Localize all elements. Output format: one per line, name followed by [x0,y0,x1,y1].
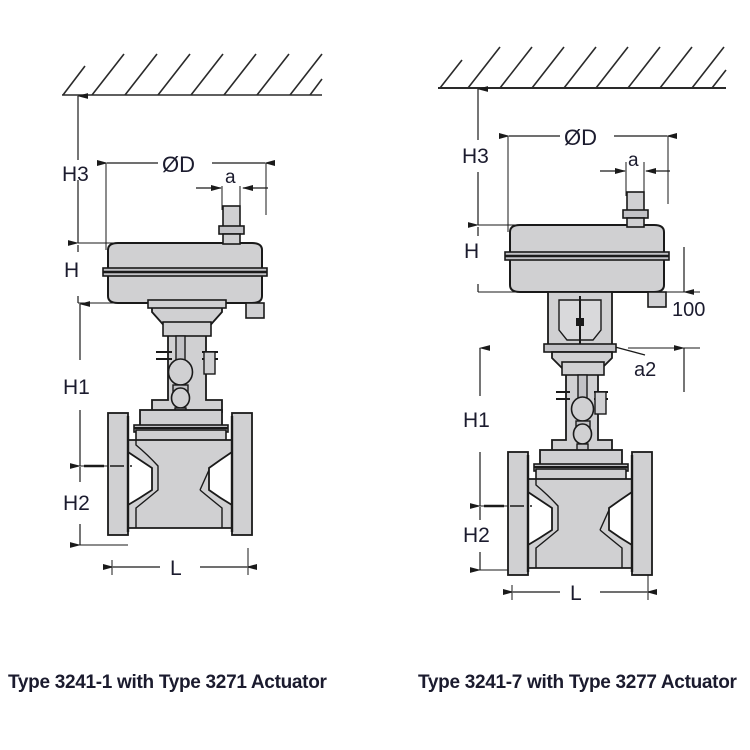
dimension-l-right: L [503,582,657,605]
dimension-od-right: ØD [499,125,677,150]
dimension-h1-left: H1 [63,301,90,469]
dimension-h2-left: H2 [63,467,90,548]
dimension-label-a-right: a [628,150,639,171]
dimension-label-h3-right: H3 [462,145,489,168]
dimension-label-h-right: H [464,240,479,263]
right-extension-column [543,291,617,353]
dimension-100-right: 100 [672,247,705,392]
dimension-label-h1-right: H1 [463,409,490,432]
dimension-label-l-right: L [570,582,582,605]
dimension-l-left: L [103,557,257,580]
left-end-flanges [107,412,253,536]
left-valve-body [127,439,233,529]
left-actuator-housing [102,242,268,304]
dimension-label-od-right: ØD [564,125,597,150]
right-actuator-housing [504,224,670,293]
dimension-h-left: H [64,245,79,303]
left-air-connection [218,205,245,245]
left-bonnet-flange [133,409,229,445]
dimension-label-h1-left: H1 [63,376,90,399]
dimension-h1-right: H1 [463,345,490,509]
dimension-label-od-left: ØD [162,152,195,177]
right-side-port [647,291,667,308]
leader-label-a2-right: a2 [634,359,656,381]
dimension-h3-left: H3 [62,93,89,246]
right-valve-stem [561,361,605,455]
caption-right-assembly: Type 3241-7 with Type 3277 Actuator [418,672,737,693]
dimension-h3-right: H3 [462,86,489,228]
right-assembly: H3 ØD a H [438,46,727,605]
dimension-h2-right: H2 [463,507,490,573]
dimension-label-h2-left: H2 [63,492,90,515]
dimension-label-h2-right: H2 [463,524,490,547]
right-air-connection [622,191,649,228]
dimension-h-right: H [464,227,479,292]
dimension-label-a-left: a [225,167,236,188]
caption-left-assembly: Type 3241-1 with Type 3271 Actuator [8,672,327,693]
right-end-flanges [507,451,653,576]
dimension-label-l-left: L [170,557,182,580]
right-valve-body [527,478,633,569]
dimension-a-left: a [196,167,268,191]
right-bonnet-flange [533,449,629,484]
dimension-a-right: a [600,150,670,174]
left-side-port [245,302,265,319]
dimension-label-h3-left: H3 [62,163,89,186]
right-ceiling-hatching [438,46,727,89]
left-assembly: H3 ØD a H [62,53,323,580]
left-ceiling-hatching [62,53,323,96]
dimension-label-h-left: H [64,259,79,282]
dimension-label-100-right: 100 [672,299,705,321]
dimension-od-left: ØD [97,152,275,177]
